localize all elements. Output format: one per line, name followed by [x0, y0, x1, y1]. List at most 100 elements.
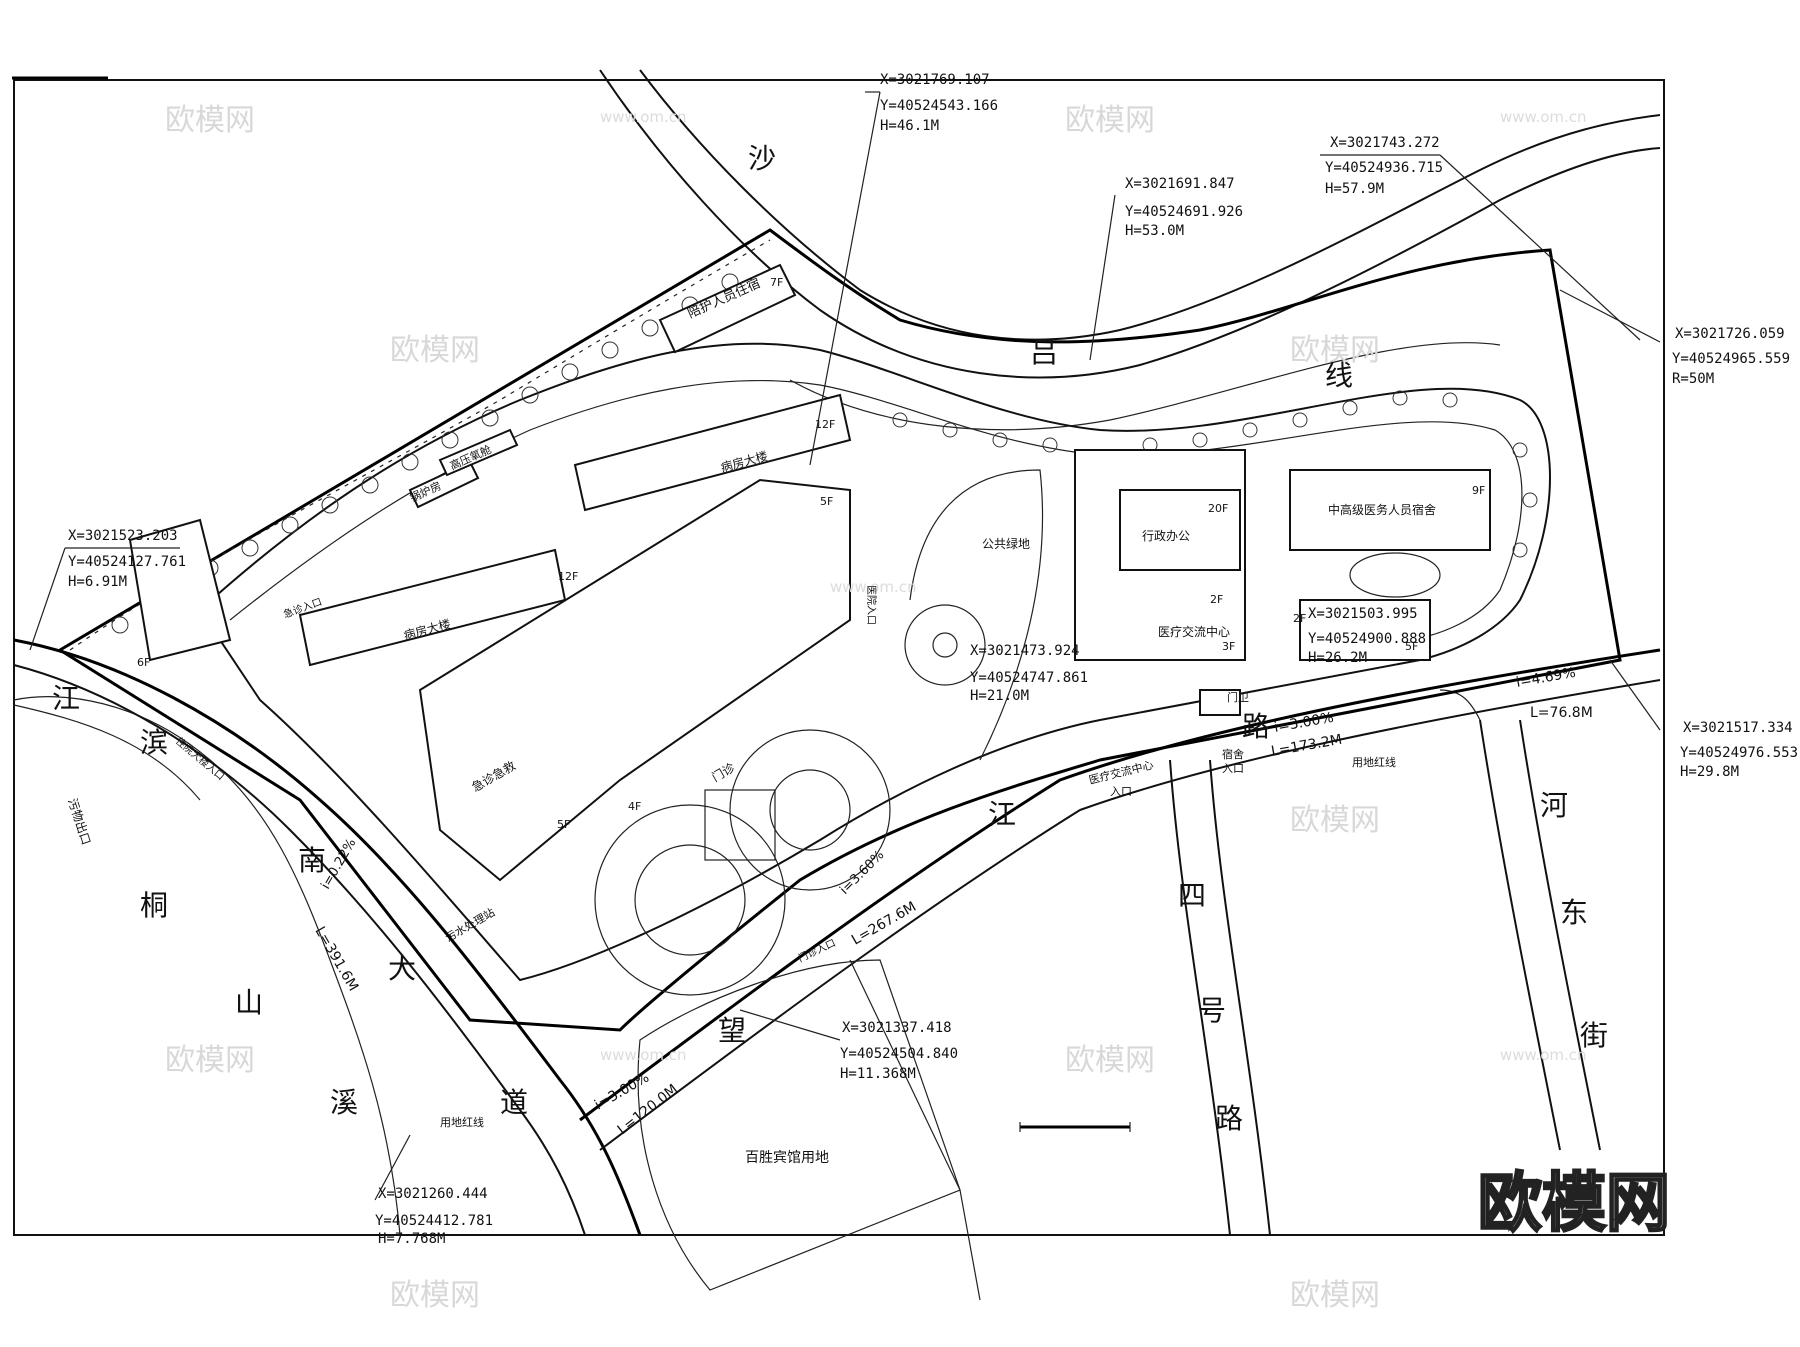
admin-tower [1119, 489, 1241, 571]
coord-x: X=3021743.272 [1330, 135, 1440, 151]
road-char: 路 [1215, 1102, 1243, 1135]
coord-h: H=6.91M [68, 574, 127, 590]
road-char: 南 [298, 844, 326, 877]
slope-length: L=391.6M [312, 924, 362, 994]
coord-h: R=50M [1672, 371, 1714, 387]
gatehouse-label: 门卫 [1227, 690, 1249, 704]
dorm-9f-label: 9F [1472, 484, 1485, 497]
wangjiang-road-edge-a [579, 648, 1661, 1122]
coord-h: H=29.8M [1680, 764, 1739, 780]
slope-length: L=173.2M [1270, 732, 1343, 760]
coord-y: Y=40524976.553 [1680, 745, 1798, 761]
road-char: 号 [1198, 994, 1226, 1027]
coord-h: H=7.768M [378, 1231, 445, 1247]
watermark-url: www.om.cn [600, 1046, 687, 1064]
dorm-5f-label: 5F [1405, 640, 1418, 653]
dorm-entrance-label: 宿舍 [1222, 747, 1244, 761]
road-char: 河 [1540, 789, 1568, 822]
watermark-url: www.om.cn [1500, 1046, 1587, 1064]
main-clinic-building [418, 478, 851, 882]
block-4f-label: 4F [628, 800, 641, 813]
creek-bank [13, 696, 401, 1236]
road-char: 江 [52, 682, 80, 715]
exchange-entrance-label: 入口 [1110, 785, 1132, 798]
sihao-road-edge-b [1209, 759, 1271, 1236]
slope-length: L=76.8M [1530, 705, 1593, 721]
coord-x: X=3021473.924 [970, 643, 1080, 659]
coord-h: H=57.9M [1325, 181, 1384, 197]
jiangbin-road-edge-a [13, 638, 642, 1236]
dorm-oval-plaza [1349, 552, 1441, 598]
jiangbin-road-edge-b [13, 664, 586, 1236]
coord-h: H=26.2M [1308, 650, 1367, 666]
coord-x: X=3021337.418 [842, 1020, 952, 1036]
drawing-frame [13, 79, 1665, 1236]
coord-x: X=3021523.203 [68, 528, 178, 544]
admin-label: 行政办公 [1142, 528, 1190, 543]
coord-x: X=3021691.847 [1125, 176, 1235, 192]
coord-y: Y=40524543.166 [880, 98, 998, 114]
watermark: 欧模网 [1290, 333, 1380, 368]
watermark: 欧模网 [1065, 1043, 1155, 1078]
sihao-road-edge-a [1169, 759, 1231, 1236]
central-green-plaza [904, 469, 1044, 761]
watermark: 欧模网 [1290, 803, 1380, 838]
hotel-land-edge [849, 959, 981, 1301]
coord-h: H=11.368M [840, 1066, 916, 1082]
exchange-3f-label: 3F [1222, 640, 1235, 653]
scale-bar [1019, 1122, 1131, 1132]
coord-h: H=21.0M [970, 688, 1029, 704]
block-5f-label: 5F [557, 818, 570, 831]
coord-y: Y=40524965.559 [1672, 351, 1790, 367]
ward-mid-floors: 12F [558, 570, 578, 583]
exchange-2f-label: 2F [1210, 593, 1223, 606]
escort-floors-label: 7F [770, 276, 783, 289]
road-char: 大 [388, 952, 416, 985]
clinic-entrance-label: 门诊入口 [796, 936, 838, 965]
watermarks: 欧模网 欧模网 欧模网 欧模网 欧模网 欧模网 欧模网 欧模网 欧模网 www.… [165, 103, 1587, 1313]
hedong-curb [1439, 689, 1481, 721]
watermark: 欧模网 [165, 103, 255, 138]
coord-y: Y=40524504.840 [840, 1046, 958, 1062]
dorm-2f-label: 2F [1293, 612, 1306, 625]
road-char: 东 [1560, 896, 1588, 929]
leader-lines [29, 91, 1661, 1201]
redline-label: 用地红线 [440, 1115, 484, 1129]
road-char: 街 [1580, 1019, 1608, 1052]
redline-label: 用地红线 [1352, 755, 1396, 769]
coord-x: X=3021260.444 [378, 1186, 488, 1202]
creek-bank-inner [13, 704, 201, 801]
dorm-annex [1299, 599, 1431, 661]
watermark-url: www.om.cn [600, 108, 687, 126]
block-6f-building [128, 518, 232, 662]
coord-y: Y=40524900.888 [1308, 631, 1426, 647]
escort-housing-building [658, 263, 797, 354]
admin-floors-label: 20F [1208, 502, 1228, 515]
watermark: 欧模网 [1065, 103, 1155, 138]
shalv-road-side [789, 342, 1501, 431]
coord-x: X=3021517.334 [1683, 720, 1793, 736]
watermark-url: www.om.cn [830, 578, 917, 596]
road-char: 江 [988, 798, 1016, 831]
road-char: 桐 [140, 889, 168, 922]
clinic-label: 门诊 [709, 760, 737, 785]
internal-ring-road [198, 342, 1551, 982]
hedong-road-edge-a [1479, 719, 1561, 1151]
hotel-land-boundary [637, 959, 961, 1291]
shalv-road-edge-outer [639, 69, 1661, 341]
coord-y: Y=40524747.861 [970, 670, 1088, 686]
watermark-url: www.om.cn [1500, 108, 1587, 126]
hotel-land-label: 百胜宾馆用地 [745, 1150, 829, 1166]
road-char: 滨 [140, 726, 168, 759]
watermark: 欧模网 [1290, 1278, 1380, 1313]
road-char: 山 [235, 986, 263, 1019]
inpatient-entrance-label: 住院大楼入口 [173, 734, 227, 783]
coord-y: Y=40524127.761 [68, 554, 186, 570]
watermark: 欧模网 [390, 1278, 480, 1313]
site-red-line [57, 228, 1622, 1032]
ward-north-floors: 12F [815, 418, 835, 431]
south-circular-plaza [594, 729, 891, 996]
coord-y: Y=40524691.926 [1125, 204, 1243, 220]
ward-building-north [573, 393, 852, 512]
coord-x: X=3021503.995 [1308, 606, 1418, 622]
